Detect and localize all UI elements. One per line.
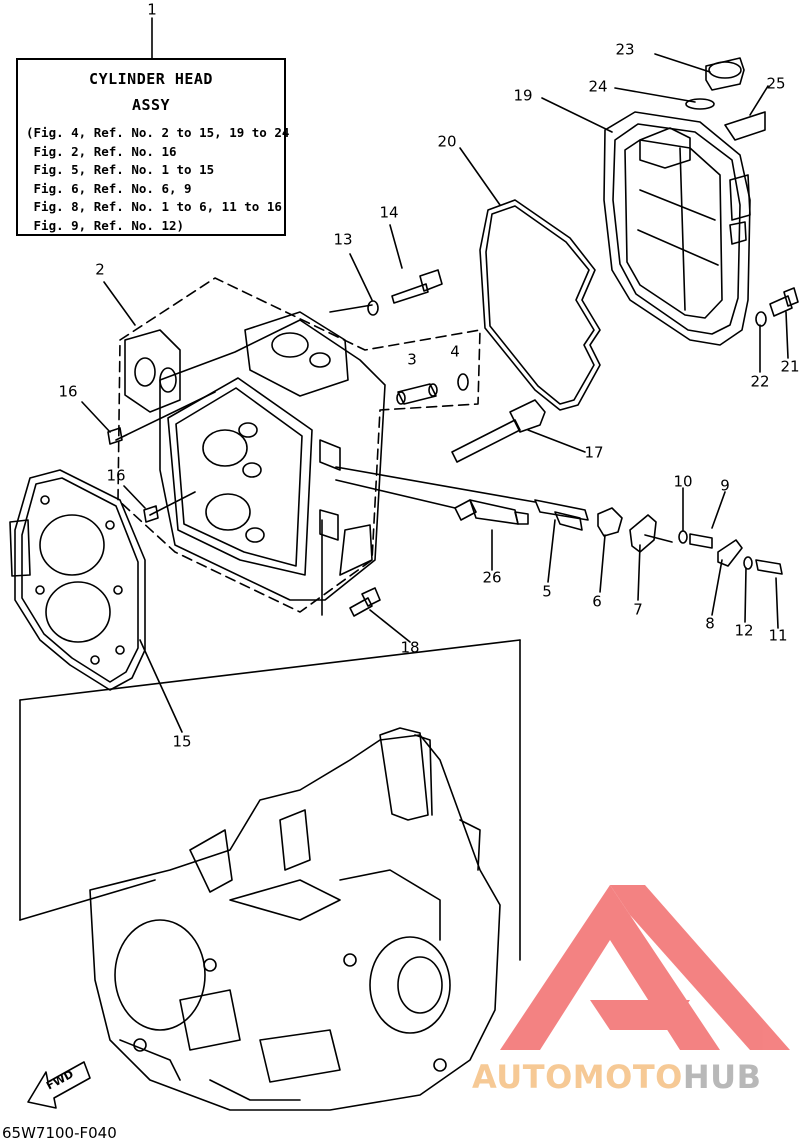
callout-22: 22 [750, 372, 770, 391]
legend-title: CYLINDER HEAD [89, 70, 213, 88]
watermark-text: AUTOMOTOHUB [472, 1058, 762, 1096]
leader-16a [81, 401, 111, 433]
callout-8: 8 [705, 614, 715, 633]
callout-19: 19 [513, 86, 533, 105]
callout-12: 12 [734, 621, 754, 640]
part-5-sensor [534, 499, 589, 531]
callout-16b: 16 [106, 466, 126, 485]
cylinder-block [89, 727, 501, 1111]
part-16-dowel-a [107, 427, 123, 445]
legend-ref-line: Fig. 8, Ref. No. 1 to 6, 11 to 16 [26, 199, 282, 214]
part-16-dowel-b [143, 505, 159, 523]
part-24-oring [685, 98, 715, 110]
legend-subtitle: ASSY [131, 96, 171, 114]
callout-10: 10 [673, 472, 693, 491]
callout-1: 1 [147, 0, 157, 19]
callout-18: 18 [400, 638, 420, 657]
leader-15 [139, 639, 183, 733]
callout-11: 11 [768, 626, 788, 645]
fwd-arrow-icon [27, 1061, 91, 1109]
callout-5: 5 [542, 582, 552, 601]
part-11-bolt [755, 559, 783, 575]
leader-23 [654, 53, 711, 73]
leader-21 [785, 311, 789, 359]
part-26-spark-plug [454, 499, 529, 525]
leader-6 [599, 534, 606, 593]
assembly-legend-box: CYLINDER HEAD ASSY (Fig. 4, Ref. No. 2 t… [16, 58, 289, 236]
leader-7 [637, 544, 641, 601]
callout-17: 17 [584, 443, 604, 462]
callout-2: 2 [95, 260, 105, 279]
part-23-cap [705, 57, 745, 91]
leader-24 [614, 87, 696, 103]
callout-26: 26 [482, 568, 502, 587]
part-20-gasket [479, 199, 601, 411]
callout-15: 15 [172, 732, 192, 751]
callout-13: 13 [333, 230, 353, 249]
part-13-washer [367, 300, 379, 316]
assembly-dashed-outline [117, 277, 481, 613]
part-14-bolt [391, 269, 443, 304]
legend-refs: (Fig. 4, Ref. No. 2 to 15, 19 to 24 Fig.… [26, 124, 289, 235]
leader-25 [749, 85, 769, 116]
part-21-bolt [769, 287, 799, 317]
part-22-washer [755, 311, 767, 327]
diagram-code: 65W7100-F040 [2, 1124, 117, 1142]
callout-23: 23 [615, 40, 635, 59]
leader-14 [389, 224, 403, 269]
leader-13 [349, 253, 373, 301]
legend-ref-line: Fig. 5, Ref. No. 1 to 15 [26, 162, 215, 177]
legend-ref-line: (Fig. 4, Ref. No. 2 to 15, 19 to 24 [26, 125, 290, 140]
callout-25: 25 [766, 74, 786, 93]
leader-19 [541, 97, 613, 133]
part-19-head-cover [603, 111, 751, 346]
part-17-long-bolt [451, 399, 546, 463]
watermark-part1: AUTOMOTO [472, 1058, 683, 1096]
leader-5 [547, 519, 556, 583]
part-9-bolt [689, 533, 713, 549]
part-6-grommet [597, 507, 623, 537]
callout-14: 14 [379, 203, 399, 222]
leader-11 [775, 577, 779, 629]
watermark-part2: HUB [682, 1058, 762, 1096]
leader-9 [711, 491, 726, 529]
callout-24: 24 [588, 77, 608, 96]
callout-21: 21 [780, 357, 800, 376]
leader-8 [711, 559, 723, 616]
part-10-washer [678, 530, 688, 544]
legend-ref-line: Fig. 6, Ref. No. 6, 9 [26, 180, 192, 196]
part-7-bracket [629, 514, 673, 553]
legend-ref-line: Fig. 9, Ref. No. 12) [26, 217, 185, 233]
callout-4: 4 [450, 342, 460, 361]
part-8-clip [717, 539, 743, 567]
leader-2 [103, 281, 136, 326]
callout-7: 7 [633, 600, 643, 619]
cylinder-head [124, 311, 386, 601]
part-3-sleeve [396, 383, 438, 405]
callout-9: 9 [720, 476, 730, 495]
leader-16b [123, 485, 146, 509]
leader-12 [744, 567, 747, 623]
callout-3: 3 [407, 350, 417, 369]
part-12-washer [743, 556, 753, 570]
leader-20 [459, 147, 501, 206]
part-15-head-gasket [9, 469, 146, 691]
part-18-bolt [349, 587, 381, 617]
part-25-label [724, 111, 766, 141]
callout-20: 20 [437, 132, 457, 151]
watermark-logo-icon [500, 885, 790, 1050]
callout-16a: 16 [58, 382, 78, 401]
leader-18 [369, 609, 411, 643]
leader-17 [527, 429, 586, 453]
legend-ref-line: Fig. 2, Ref. No. 16 [26, 143, 177, 159]
part-4-ring [457, 373, 469, 391]
callout-6: 6 [592, 592, 602, 611]
